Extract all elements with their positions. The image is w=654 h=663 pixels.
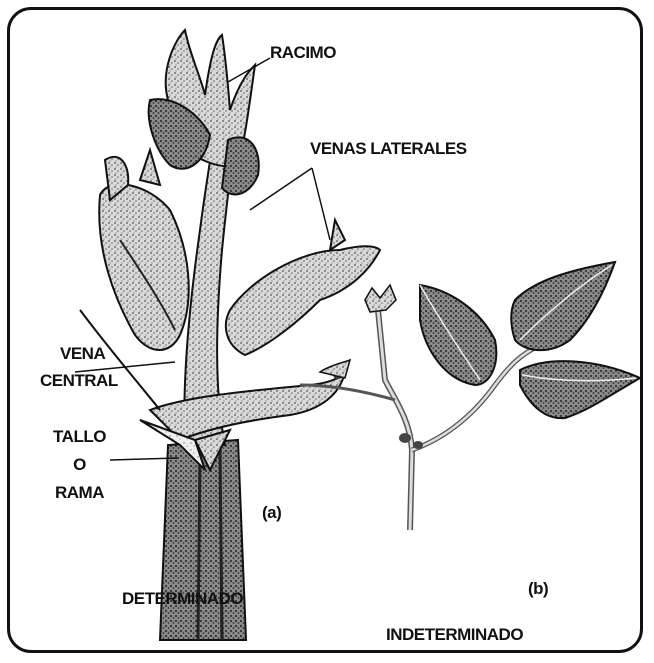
label-venas-laterales: VENAS LATERALES	[310, 140, 467, 157]
determinate-plant	[80, 30, 380, 640]
label-indeterminado: INDETERMINADO	[386, 626, 523, 643]
label-b: (b)	[528, 580, 548, 597]
leaflet-top	[511, 262, 615, 350]
label-tallo-line3: RAMA	[42, 484, 117, 501]
label-vena-line2: CENTRAL	[40, 372, 118, 389]
leaflet-right	[520, 361, 640, 418]
indeterminate-plant	[300, 262, 640, 530]
leaflet-left	[420, 285, 496, 385]
label-vena-line1: VENA	[60, 345, 105, 362]
right-leaf	[226, 246, 380, 355]
lower-branch	[150, 372, 345, 440]
label-tallo-line1: TALLO	[42, 428, 117, 445]
leader-venas-1	[250, 168, 312, 210]
label-determinado: DETERMINADO	[122, 590, 243, 607]
label-a: (a)	[262, 504, 281, 521]
leader-venas-2	[312, 168, 330, 240]
main-stem	[160, 440, 246, 640]
flower	[365, 285, 396, 312]
thin-stem	[378, 310, 412, 530]
label-tallo-line2: O	[42, 456, 117, 473]
left-leaf	[99, 184, 188, 350]
label-racimo: RACIMO	[270, 44, 336, 61]
